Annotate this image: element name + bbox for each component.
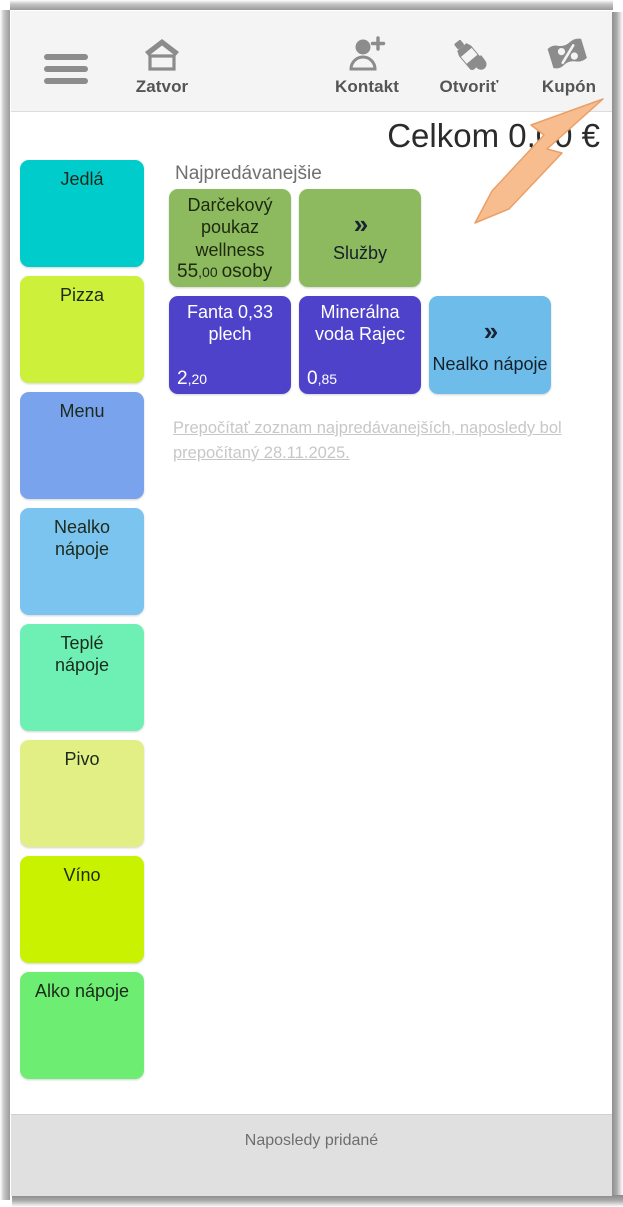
product-price: 0,85 bbox=[307, 368, 337, 390]
product-name: Minerálna voda Rajec bbox=[314, 302, 406, 345]
product-panel: Najpredávanejšie Darčekový poukaz wellne… bbox=[163, 160, 612, 1162]
product-price-integer: 0 bbox=[307, 368, 318, 389]
coupon-percent-icon bbox=[546, 33, 592, 75]
product-price-integer: 2 bbox=[177, 368, 188, 389]
frame-shadow-bottom bbox=[12, 1195, 623, 1207]
toolbar-label-otvorit: Otvoriť bbox=[439, 77, 499, 96]
add-person-icon bbox=[347, 33, 387, 75]
bottle-drop-icon bbox=[449, 33, 489, 75]
category-tile-label: Alko nápoje bbox=[34, 981, 130, 1001]
toolbar-label-kupon: Kupón bbox=[541, 77, 597, 96]
category-tile-label: Nealko nápoje bbox=[53, 517, 111, 559]
category-tile-label: Víno bbox=[63, 865, 101, 885]
hamburger-icon bbox=[44, 48, 88, 90]
category-tile[interactable]: Pizza bbox=[20, 276, 144, 383]
product-group-tile[interactable]: » Služby bbox=[299, 189, 421, 287]
toolbar-button-zatvor[interactable]: Zatvor bbox=[117, 33, 207, 105]
category-tile[interactable]: Jedlá bbox=[20, 160, 144, 267]
product-price-decimal: ,00 bbox=[198, 264, 218, 280]
product-group-label: Služby bbox=[332, 243, 388, 264]
home-icon bbox=[141, 33, 183, 75]
total-bar: Celkom 0,00 € bbox=[11, 112, 612, 160]
frame-shadow-left bbox=[0, 10, 10, 1200]
top-toolbar: Zatvor Kontakt bbox=[11, 11, 612, 112]
product-group-label: Nealko nápoje bbox=[432, 354, 548, 375]
category-tile-label: Pivo bbox=[64, 749, 100, 769]
product-tile[interactable]: Fanta 0,33 plech 2,20 bbox=[169, 296, 291, 394]
category-tile[interactable]: Víno bbox=[20, 856, 144, 963]
product-price-integer: 55 bbox=[177, 261, 199, 282]
category-tile-label: Pizza bbox=[59, 285, 104, 305]
category-tile[interactable]: Nealko nápoje bbox=[20, 508, 144, 615]
product-name: Darčekový poukaz wellness bbox=[187, 195, 273, 260]
bottom-bar: Naposledy pridané bbox=[11, 1114, 612, 1196]
category-tile-label: Menu bbox=[59, 401, 105, 421]
category-tile[interactable]: Alko nápoje bbox=[20, 972, 144, 1079]
toolbar-button-otvorit[interactable]: Otvoriť bbox=[423, 33, 515, 105]
toolbar-label-zatvor: Zatvor bbox=[135, 77, 189, 96]
recently-added-label: Naposledy pridané bbox=[244, 1132, 379, 1149]
recalculate-bestsellers-link[interactable]: Prepočítať zoznam najpredávanejších, nap… bbox=[173, 419, 562, 462]
bestsellers-heading: Najpredávanejšie bbox=[175, 163, 322, 184]
product-row: Fanta 0,33 plech 2,20 Minerálna voda Rajec… bbox=[169, 296, 609, 394]
category-tile-label: Jedlá bbox=[60, 169, 104, 189]
toolbar-button-kupon[interactable]: Kupón bbox=[523, 33, 612, 105]
pos-app-viewport: Zatvor Kontakt bbox=[11, 11, 612, 1196]
chevron-right-icon: » bbox=[483, 316, 499, 347]
total-amount-text: Celkom 0,00 € bbox=[387, 117, 600, 154]
toolbar-button-kontakt[interactable]: Kontakt bbox=[321, 33, 413, 105]
product-group-tile[interactable]: » Nealko nápoje bbox=[429, 296, 551, 394]
product-name: Fanta 0,33 plech bbox=[186, 302, 274, 345]
frame-shadow-right bbox=[611, 12, 623, 1207]
hamburger-menu-button[interactable] bbox=[27, 39, 105, 99]
product-unit: osoby bbox=[221, 261, 273, 282]
product-price: 2,20 bbox=[177, 368, 207, 390]
chevron-right-icon: » bbox=[353, 209, 369, 240]
product-price-decimal: ,20 bbox=[187, 371, 208, 387]
frame-shadow-top bbox=[10, 0, 613, 10]
product-price-decimal: ,85 bbox=[317, 371, 338, 387]
category-tile-label: Teplé nápoje bbox=[54, 633, 110, 675]
category-tile[interactable]: Teplé nápoje bbox=[20, 624, 144, 731]
toolbar-label-kontakt: Kontakt bbox=[335, 77, 399, 96]
product-tile[interactable]: Minerálna voda Rajec 0,85 bbox=[299, 296, 421, 394]
category-tile[interactable]: Pivo bbox=[20, 740, 144, 847]
category-tile[interactable]: Menu bbox=[20, 392, 144, 499]
